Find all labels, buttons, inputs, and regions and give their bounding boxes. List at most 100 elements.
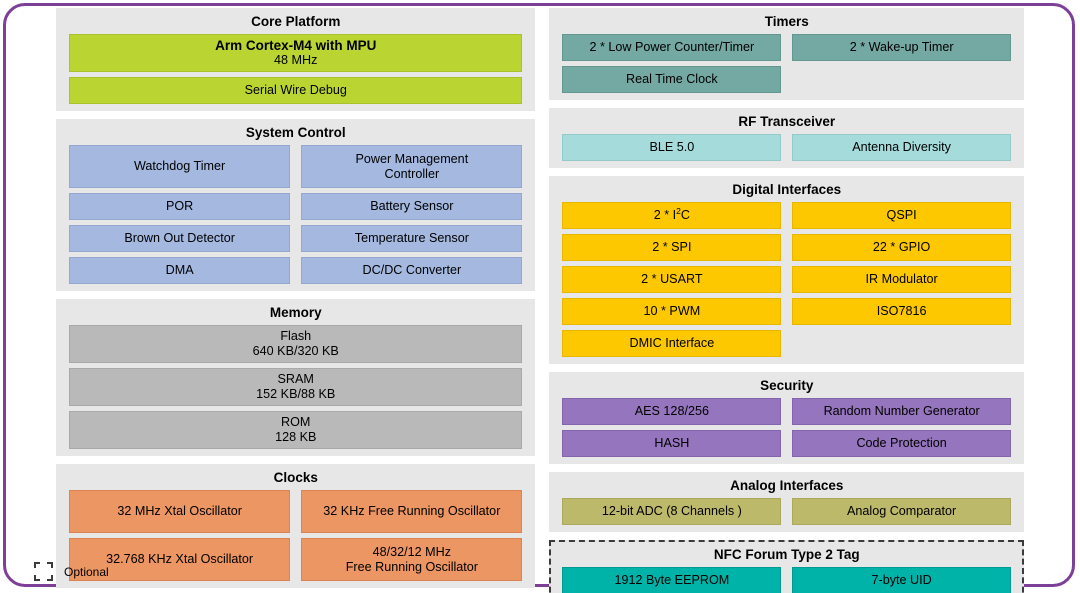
panel-title: RF Transceiver bbox=[738, 114, 836, 129]
block-label: 2 * USART bbox=[641, 272, 703, 286]
panel-title: System Control bbox=[245, 125, 346, 140]
panel-row: 2 * I2C QSPI bbox=[562, 202, 1011, 229]
diagram-block: 22 * GPIO bbox=[792, 234, 1011, 261]
block-label: DMA bbox=[165, 263, 194, 277]
block-sublabel: 128 KB bbox=[275, 430, 317, 444]
dashed-square-icon bbox=[34, 562, 53, 581]
block-label: Analog Comparator bbox=[847, 504, 957, 518]
block-label: 48/32/12 MHz bbox=[372, 544, 452, 559]
block-label: QSPI bbox=[886, 208, 917, 222]
block-label: Power Management bbox=[355, 151, 469, 166]
panel-row: 2 * Low Power Counter/Timer 2 * Wake-up T… bbox=[562, 34, 1011, 61]
panel-rows: 2 * I2C QSPI 2 * SPI 22 * GPIO 2 * USART IR M… bbox=[562, 202, 1011, 357]
panel-title: Core Platform bbox=[251, 14, 341, 29]
block-label: Arm Cortex-M4 with MPU bbox=[215, 38, 377, 53]
diagram-block: 32 MHz Xtal Oscillator bbox=[69, 490, 291, 533]
diagram-block: Serial Wire Debug bbox=[69, 77, 523, 104]
diagram-block: 1912 Byte EEPROM bbox=[562, 567, 782, 593]
diagram-block: Real Time Clock bbox=[562, 66, 782, 93]
diagram-block: 7-byte UID bbox=[792, 567, 1011, 593]
diagram-block: 12-bit ADC (8 Channels ) bbox=[562, 498, 782, 525]
diagram-block: 2 * Low Power Counter/Timer bbox=[562, 34, 782, 61]
diagram-block: DMIC Interface bbox=[562, 330, 782, 357]
diagram-block: HASH bbox=[562, 430, 782, 457]
panel-row: 2 * USART IR Modulator bbox=[562, 266, 1011, 293]
block-label: IR Modulator bbox=[865, 272, 938, 286]
diagram-block: Analog Comparator bbox=[792, 498, 1011, 525]
panel-rows: BLE 5.0 Antenna Diversity bbox=[562, 134, 1011, 161]
block-label: SRAM bbox=[277, 372, 314, 386]
panel-row: Real Time Clock bbox=[562, 66, 1011, 93]
block-label: 32.768 KHz Xtal Oscillator bbox=[106, 552, 254, 566]
block-label: 10 * PWM bbox=[643, 304, 701, 318]
diagram-block: POR bbox=[69, 193, 291, 220]
block-label: 12-bit ADC (8 Channels ) bbox=[601, 504, 742, 518]
block-label: BLE 5.0 bbox=[649, 140, 695, 154]
panel-row: POR Battery Sensor bbox=[69, 193, 523, 220]
legend-label: Optional bbox=[64, 564, 109, 579]
layout-spacer bbox=[792, 66, 1011, 93]
block-label: 2 * I2C bbox=[653, 205, 690, 222]
diagram-block: Brown Out Detector bbox=[69, 225, 291, 252]
panel-title: Timers bbox=[764, 14, 809, 29]
panel-timers: Timers 2 * Low Power Counter/Timer 2 * Wak… bbox=[549, 8, 1024, 100]
diagram-block: 2 * SPI bbox=[562, 234, 782, 261]
panel-title: Digital Interfaces bbox=[732, 182, 842, 197]
block-sublabel: 640 KB/320 KB bbox=[252, 344, 339, 358]
panel-row: 10 * PWM ISO7816 bbox=[562, 298, 1011, 325]
panel-title: Clocks bbox=[273, 470, 318, 485]
diagram-block: 2 * Wake-up Timer bbox=[792, 34, 1011, 61]
block-label: Antenna Diversity bbox=[852, 140, 951, 154]
block-label: DC/DC Converter bbox=[362, 263, 462, 277]
right-column: Timers 2 * Low Power Counter/Timer 2 * Wak… bbox=[549, 8, 1024, 593]
panel-row: DMA DC/DC Converter bbox=[69, 257, 523, 284]
diagram-block: Temperature Sensor bbox=[301, 225, 523, 252]
block-label: HASH bbox=[654, 436, 690, 450]
block-label: 2 * Low Power Counter/Timer bbox=[589, 40, 755, 54]
diagram-block: IR Modulator bbox=[792, 266, 1011, 293]
diagram-block: 2 * USART bbox=[562, 266, 782, 293]
block-label: Temperature Sensor bbox=[354, 231, 469, 245]
panel-rows: 1912 Byte EEPROM 7-byte UID bbox=[562, 567, 1011, 593]
panel-row: 2 * SPI 22 * GPIO bbox=[562, 234, 1011, 261]
panel-rows: 2 * Low Power Counter/Timer 2 * Wake-up T… bbox=[562, 34, 1011, 93]
block-label: Battery Sensor bbox=[370, 199, 454, 213]
panel-digital-interfaces: Digital Interfaces 2 * I2C QSPI 2 * SPI 22 *… bbox=[549, 176, 1024, 364]
diagram-block: DMA bbox=[69, 257, 291, 284]
layout-spacer bbox=[792, 330, 1011, 357]
block-label: Code Protection bbox=[856, 436, 947, 450]
diagram-block: Watchdog Timer bbox=[69, 145, 291, 188]
block-sublabel: 48 MHz bbox=[274, 53, 318, 67]
legend: Optional bbox=[34, 562, 109, 581]
panel-row: Serial Wire Debug bbox=[69, 77, 523, 104]
diagram-block: ISO7816 bbox=[792, 298, 1011, 325]
block-label: AES 128/256 bbox=[634, 404, 709, 418]
diagram-block: 32.768 KHz Xtal Oscillator bbox=[69, 538, 291, 581]
block-label: 1912 Byte EEPROM bbox=[614, 573, 730, 587]
panel-row: Brown Out Detector Temperature Sensor bbox=[69, 225, 523, 252]
panel-rows: 12-bit ADC (8 Channels ) Analog Comparato… bbox=[562, 498, 1011, 525]
diagram-block: 32 KHz Free Running Oscillator bbox=[301, 490, 523, 533]
